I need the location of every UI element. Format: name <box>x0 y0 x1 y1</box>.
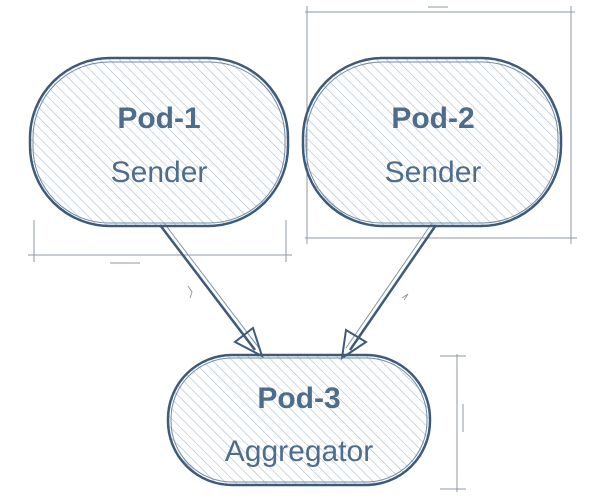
node-title: Pod-1 <box>117 102 200 135</box>
guide-lines <box>28 6 577 492</box>
node-pod-1[interactable]: Pod-1 Sender <box>28 56 290 228</box>
edge-pod-2-to-pod-3 <box>340 222 438 361</box>
arrowhead-icon <box>233 326 264 359</box>
node-title: Pod-3 <box>257 382 340 415</box>
node-pod-3[interactable]: Pod-3 Aggregator <box>166 353 432 487</box>
node-role: Sender <box>385 156 482 189</box>
node-title: Pod-2 <box>391 102 474 135</box>
edge-pod-1-to-pod-3 <box>159 222 264 359</box>
arrowhead-icon <box>340 328 368 361</box>
node-role: Aggregator <box>225 435 373 468</box>
node-pod-2[interactable]: Pod-2 Sender <box>301 56 563 228</box>
node-role: Sender <box>111 156 208 189</box>
